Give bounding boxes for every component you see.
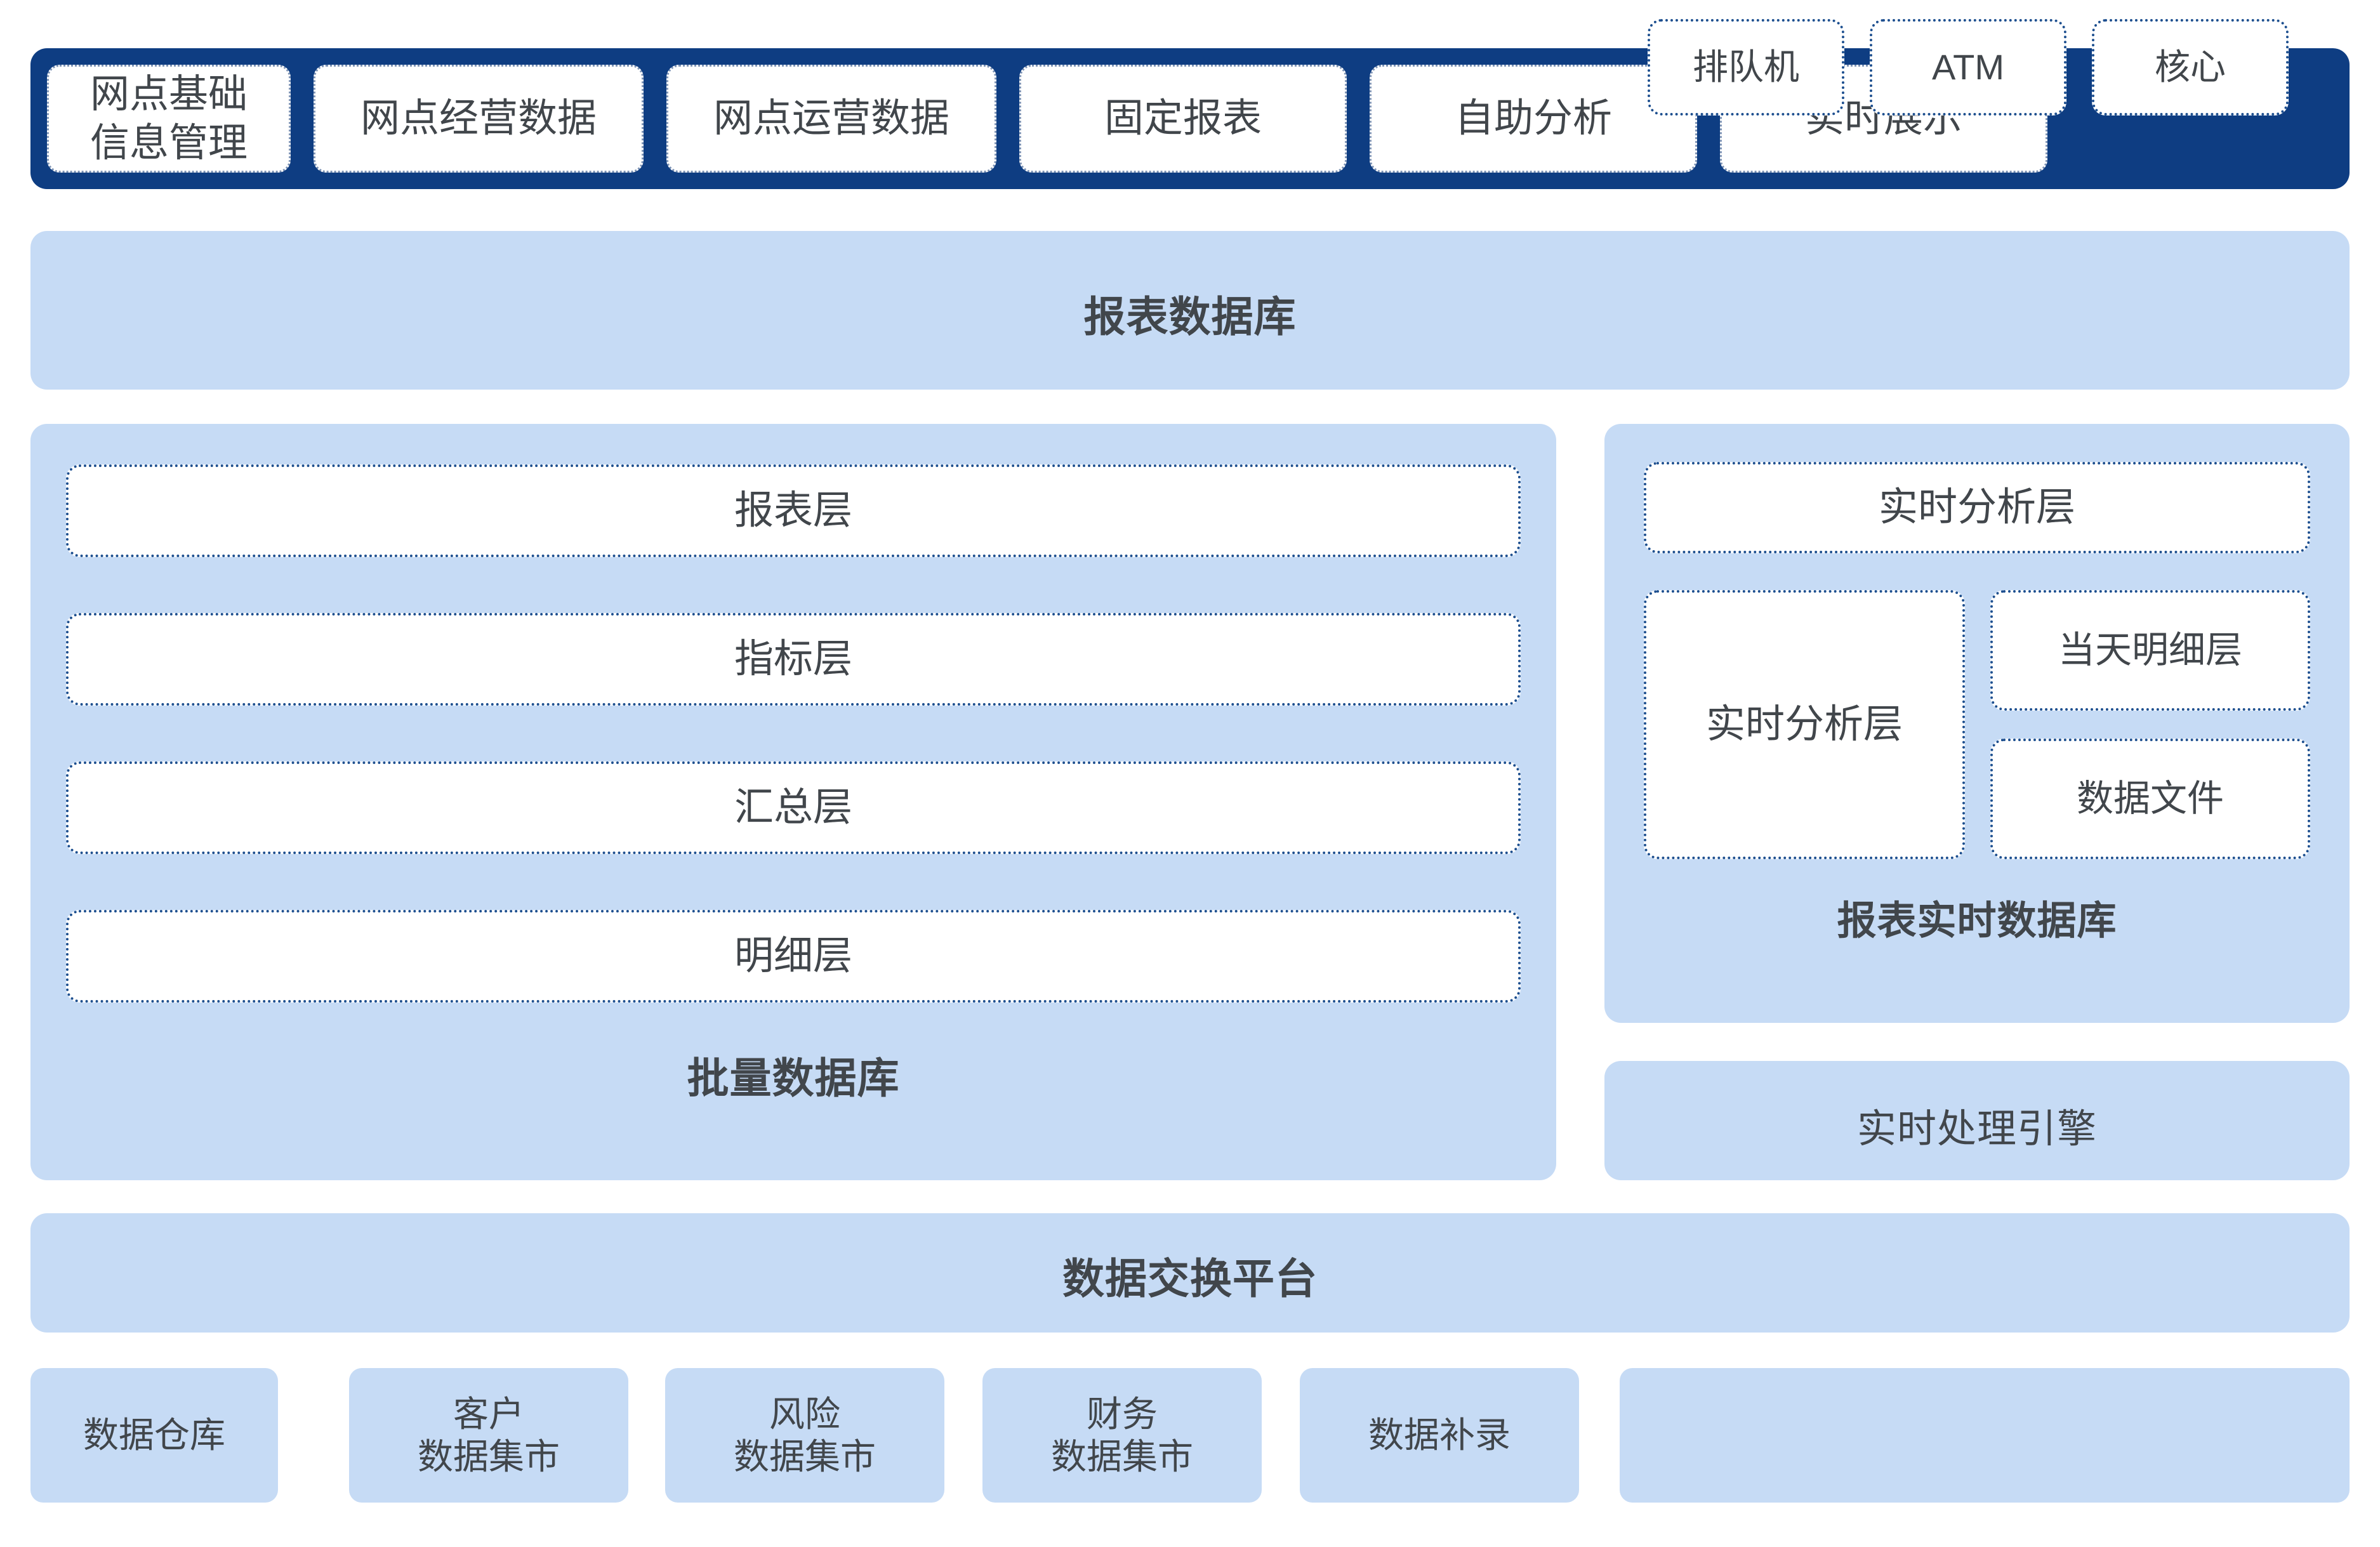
topbar-tile-self-service-analysis[interactable]: 自助分析 [1370,65,1697,173]
batch-layer-detail[interactable]: 明细层 [66,910,1521,1003]
topbar-tile-branch-basic-info[interactable]: 网点基础信息管理 [47,65,291,173]
realtime-data-file[interactable]: 数据文件 [1990,739,2310,859]
channel-tile-queue-machine[interactable]: 排队机 [1648,19,1844,115]
report-database-title: 报表数据库 [1083,293,1297,340]
source-tile-risk-data-mart[interactable]: 风险数据集市 [665,1368,944,1503]
channel-tile-core[interactable]: 核心 [2092,19,2289,115]
source-tile-data-supplement[interactable]: 数据补录 [1300,1368,1579,1503]
source-tile-finance-data-mart[interactable]: 财务数据集市 [982,1368,1262,1503]
source-tile-data-warehouse[interactable]: 数据仓库 [30,1368,278,1503]
report-database-band: 报表数据库 [30,231,2350,390]
realtime-analysis-layer-top[interactable]: 实时分析层 [1644,462,2310,553]
realtime-report-database-title: 报表实时数据库 [1837,899,2117,943]
batch-database-title: 批量数据库 [687,1055,900,1102]
realtime-processing-engine-band: 实时处理引擎 [1604,1061,2350,1180]
channel-tile-atm[interactable]: ATM [1870,19,2066,115]
source-tile-customer-data-mart[interactable]: 客户数据集市 [349,1368,628,1503]
realtime-analysis-layer-left[interactable]: 实时分析层 [1644,590,1965,859]
realtime-today-detail-layer[interactable]: 当天明细层 [1990,590,2310,711]
realtime-report-database-panel: 实时分析层 实时分析层 当天明细层 数据文件 报表实时数据库 [1604,424,2350,1023]
topbar-tile-branch-operation-data[interactable]: 网点运营数据 [666,65,996,173]
data-exchange-platform-title: 数据交换平台 [1062,1255,1318,1302]
data-exchange-platform-band: 数据交换平台 [30,1213,2350,1333]
batch-database-panel: 报表层 指标层 汇总层 明细层 批量数据库 [30,424,1556,1180]
channel-systems-group [1620,1368,2350,1503]
batch-layer-summary[interactable]: 汇总层 [66,761,1521,854]
topbar-tile-fixed-report[interactable]: 固定报表 [1019,65,1347,173]
batch-layer-metric[interactable]: 指标层 [66,613,1521,706]
realtime-processing-engine-title: 实时处理引擎 [1856,1107,2097,1151]
topbar-tile-branch-business-data[interactable]: 网点经营数据 [314,65,644,173]
batch-layer-report[interactable]: 报表层 [66,464,1521,557]
